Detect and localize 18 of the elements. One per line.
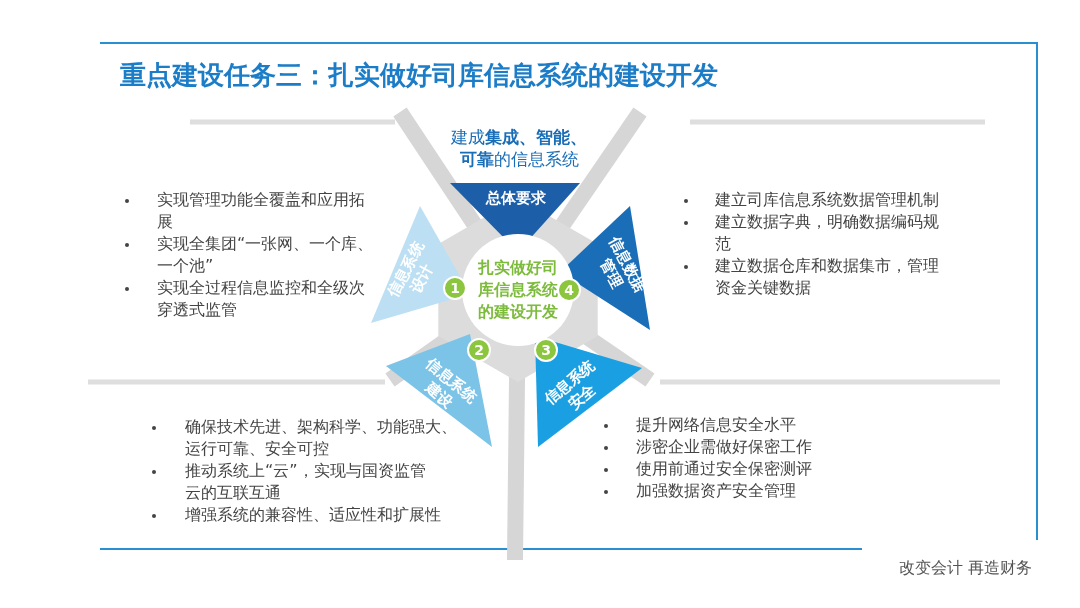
title: 重点建设任务三：扎实做好司库信息系统的建设开发 (120, 59, 718, 92)
bullet-text: 建立数据仓库和数据集市，管理资金关键数据 (715, 255, 940, 299)
bullet-text: 使用前通过安全保密测评 (636, 458, 813, 480)
bullet-text: 建立司库信息系统数据管理机制 (715, 189, 940, 211)
bullet-text: 实现全过程信息监控和全级次穿透式监管 (157, 277, 366, 321)
bullet-text: 加强数据资产安全管理 (636, 480, 797, 502)
bullet-text: 建立数据字典，明确数据编码规范 (715, 211, 940, 255)
bullet-text: 涉密企业需做好保密工作 (636, 436, 813, 458)
bullet-text: 提升网络信息安全水平 (636, 414, 797, 436)
segment-label: 信息系统设计 (383, 238, 439, 303)
bullet-text: 实现全集团“一张网、一个库、一个池” (157, 233, 375, 277)
bullet-text: 实现管理功能全覆盖和应用拓展 (157, 189, 366, 233)
bullet-text: 确保技术先进、架构科学、功能强大、运行可靠、安全可控 (185, 416, 458, 460)
segment-label: 总体要求 (484, 188, 547, 208)
bullet-text: 增强系统的兼容性、适应性和扩展性 (185, 504, 442, 526)
slogan-text: 改变会计 再造财务 (898, 558, 1032, 579)
bullet-text: 推动系统上“云”，实现与国资监管云的互联互通 (185, 460, 427, 504)
heading-text: 建成集成、智能、可靠的信息系统 (450, 126, 588, 170)
